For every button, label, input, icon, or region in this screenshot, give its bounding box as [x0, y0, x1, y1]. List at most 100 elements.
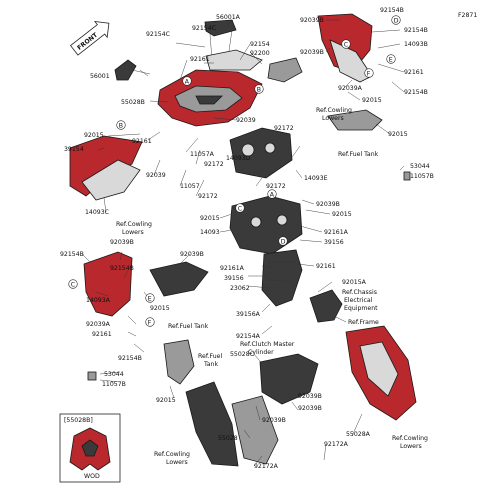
lower-cowl-center[interactable] [259, 353, 319, 405]
svg-text:F: F [148, 319, 152, 326]
marker-a-mid: A [267, 189, 277, 199]
part-92039B-mid: 92039B [316, 201, 340, 208]
lower-cowl-left[interactable] [185, 381, 279, 467]
inset-box [59, 413, 121, 483]
part-55028A: 55028A [346, 431, 371, 438]
part-92154B-left: 92154B [60, 251, 84, 258]
part-92161-mid: 92161 [316, 263, 336, 270]
marker-c-top: C [341, 39, 351, 49]
part-92015-mid: 92015 [332, 211, 352, 218]
part-39154: 39154 [64, 146, 84, 153]
svg-text:E: E [389, 56, 393, 63]
ref-cowling-right: Ref.Cowling [392, 435, 428, 442]
part-14093E: 14093E [304, 175, 328, 182]
inner-cover-left[interactable] [69, 135, 143, 201]
part-14093B: 14093B [404, 41, 428, 48]
svg-text:C: C [71, 281, 75, 288]
part-92172-mid: 92172 [274, 125, 294, 132]
part-92039B-left: 92039B [110, 239, 134, 246]
ref-cowling-lowers-top-2: Lowers [322, 115, 344, 122]
part-11057B-b: 11057B [102, 381, 126, 388]
ref-cowling-bottom-2: Lowers [166, 459, 188, 466]
side-panel-left[interactable] [83, 251, 209, 317]
part-92154B-top: 92154B [380, 7, 404, 14]
inset-sublabel: WOD [84, 473, 100, 480]
marker-c-mid: C [235, 203, 245, 213]
part-56001A: 56001A [216, 14, 241, 21]
svg-text:A: A [185, 78, 190, 85]
meter-inner-panel[interactable] [229, 127, 293, 179]
marker-e-top: E [386, 54, 396, 64]
svg-text:C: C [238, 205, 242, 212]
svg-text:D: D [394, 17, 399, 24]
marker-d-top: D [391, 15, 401, 25]
inner-panel-low[interactable] [163, 339, 195, 385]
stay-bracket[interactable] [261, 249, 303, 307]
ref-frame: Ref.Frame [348, 319, 379, 326]
part-92015-mid2: 92015 [200, 215, 220, 222]
ref-fuel-tank-low-2: Tank [203, 361, 218, 368]
frame-bracket[interactable] [309, 289, 343, 323]
part-14093A: 14093A [86, 297, 111, 304]
part-55028B: 55028B [121, 99, 145, 106]
part-92161-a: 92161 [190, 56, 210, 63]
svg-text:A: A [270, 191, 275, 198]
part-11057B-a: 11057B [410, 173, 434, 180]
ref-cowling-bottom: Ref.Cowling [154, 451, 190, 458]
part-92039B-top2: 92039B [300, 49, 324, 56]
part-92154B-left2: 92154B [110, 265, 134, 272]
svg-text:B: B [257, 86, 261, 93]
part-92154: 92154 [250, 41, 270, 48]
marker-b-left: B [116, 120, 126, 130]
ref-fuel-tank-top: Ref.Fuel Tank [338, 151, 379, 158]
part-92015-bottom: 92015 [156, 397, 176, 404]
part-92039B-lower2: 92039B [298, 405, 322, 412]
marker-c-left: C [68, 279, 78, 289]
part-92039B-top: 92039B [300, 17, 324, 24]
part-92015-top: 92015 [362, 97, 382, 104]
lower-cowl-right[interactable] [345, 325, 417, 421]
marker-f-left: F [145, 317, 155, 327]
inset-label: [55028B] [64, 417, 93, 424]
diagram-code: F2871 [458, 12, 477, 19]
part-14093: 14093 [200, 229, 220, 236]
part-labels: F2871 56001A 92154C 92154C 92154 92200 5… [60, 7, 477, 480]
upper-bracket[interactable] [267, 57, 303, 83]
mirror-left[interactable] [114, 59, 151, 81]
part-53044-a: 53044 [410, 163, 430, 170]
svg-text:E: E [148, 295, 152, 302]
part-23062: 23062 [230, 285, 250, 292]
ref-clutch-master-2: Cylinder [248, 349, 274, 356]
part-56001: 56001 [90, 73, 110, 80]
part-92015-right: 92015 [388, 131, 408, 138]
svg-text:C: C [344, 41, 348, 48]
leader-lines [81, 19, 405, 467]
marker-a-top: A [182, 76, 192, 86]
ref-cowling-lowers-left-2: Lowers [122, 229, 144, 236]
svg-text:B: B [119, 122, 123, 129]
part-92154A: 92154A [236, 333, 261, 340]
part-92039A-top: 92039A [338, 85, 363, 92]
ref-cowling-lowers-left: Ref.Cowling [116, 221, 152, 228]
windshield[interactable] [205, 49, 263, 71]
part-53044-b: 53044 [104, 371, 124, 378]
side-panel-right-lower[interactable] [327, 109, 383, 131]
part-55028: 55028 [218, 435, 238, 442]
part-14093D: 14093D [226, 155, 251, 162]
ref-chassis: Ref.Chassis [342, 289, 377, 296]
part-39156-mid: 39156 [224, 275, 244, 282]
part-92161-left: 92161 [92, 331, 112, 338]
ref-chassis-3: Equipment [344, 305, 378, 312]
marker-b-top: B [254, 84, 264, 94]
fastener-lower[interactable] [87, 371, 97, 381]
part-92161A: 92161A [324, 229, 349, 236]
fastener-upper[interactable] [403, 171, 411, 181]
part-92015A: 92015A [342, 279, 367, 286]
part-92172-a: 92172 [204, 161, 224, 168]
part-92161A-mid: 92161A [220, 265, 245, 272]
ref-clutch-master: Ref.Clutch Master [240, 341, 295, 348]
ref-fuel-tank-mid: Ref.Fuel Tank [168, 323, 209, 330]
marker-d-mid: D [278, 236, 288, 246]
